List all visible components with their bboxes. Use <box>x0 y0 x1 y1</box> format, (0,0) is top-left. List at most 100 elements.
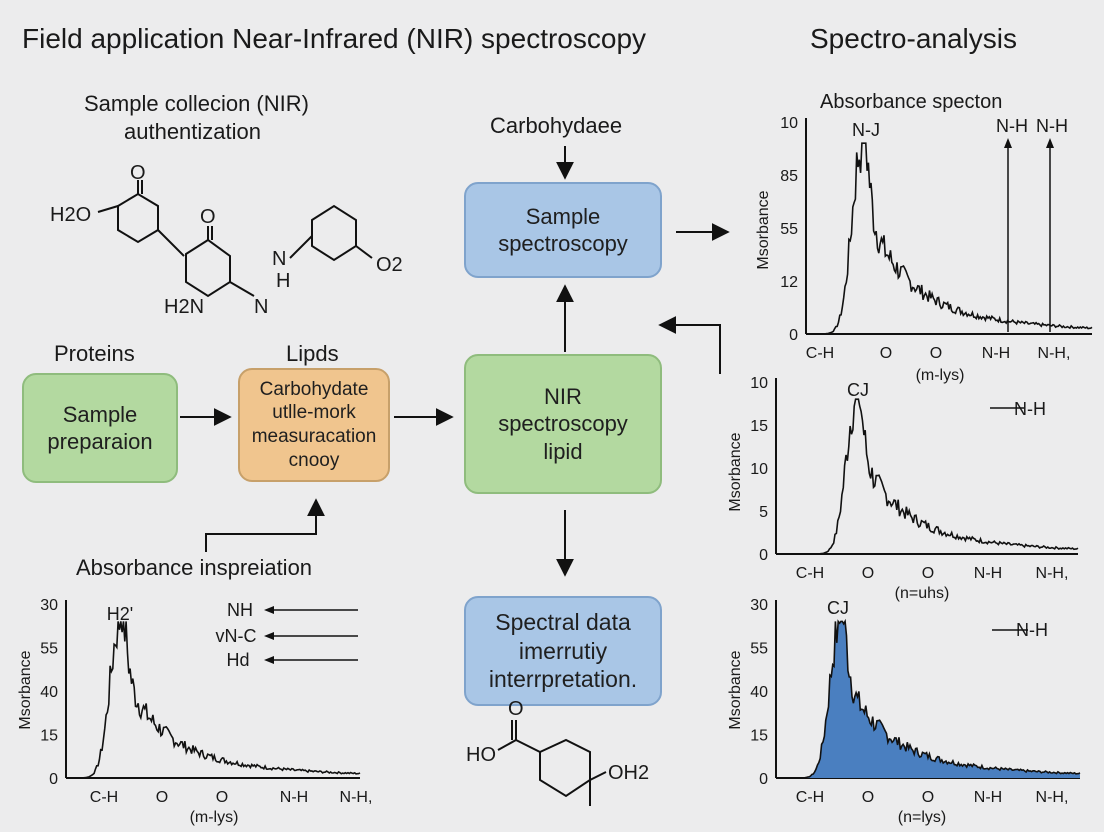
middle-right-x-tick: O <box>862 565 874 582</box>
bottom-left-x-label: (m-lys) <box>190 809 239 826</box>
middle-right-y-tick: 5 <box>759 504 768 521</box>
bottom-right-y-label: Msorbance <box>727 650 744 729</box>
nh-marker-arrowhead <box>1046 138 1054 148</box>
bottom-left-y-tick: 15 <box>40 728 58 745</box>
nh-marker-arrowhead <box>1004 138 1012 148</box>
bottom-left-x-tick: N-H, <box>340 789 373 806</box>
middle-right-x-tick: N-H, <box>1036 565 1069 582</box>
mol-n2: N <box>254 296 269 318</box>
arrow-chart-feedback <box>658 316 721 374</box>
middle-right-annotation: CJ <box>847 380 869 400</box>
top-right-y-tick: 0 <box>789 327 798 344</box>
bottom-left-annotation: NH <box>227 600 253 620</box>
bottom-right-y-tick: 0 <box>759 771 768 788</box>
bottom-molecule <box>497 720 607 806</box>
top-right-x-tick: N-H <box>982 345 1010 362</box>
bottom-left-y-tick: 0 <box>49 771 58 788</box>
middle-right-x-tick: N-H <box>974 565 1002 582</box>
middle-right-y-tick: 10 <box>750 461 768 478</box>
middle-right-spectrum-line <box>776 398 1079 555</box>
absorbance-inspiration-label: Absorbance inspreiation <box>76 555 313 580</box>
top-right-y-tick: 85 <box>780 168 798 185</box>
bottom-left-annotation: H2' <box>107 604 133 624</box>
top-right-x-tick: N-H, <box>1038 345 1071 362</box>
bottom-right-annotation: N-H <box>1016 620 1048 640</box>
bottom-left-y-tick: 55 <box>40 641 58 658</box>
top-right-x-tick: O <box>880 345 892 362</box>
bottom-left-x-tick: O <box>156 789 168 806</box>
middle-right-x-tick: C-H <box>796 565 824 582</box>
top-molecule <box>97 180 373 298</box>
top-right-title: Absorbance specton <box>820 91 1002 113</box>
bottom-left-x-tick: C-H <box>90 789 118 806</box>
authentization-label: authentization <box>124 119 261 144</box>
top-right-y-label: Msorbance <box>755 190 772 269</box>
bond-leader-arrowhead <box>264 656 274 664</box>
bottom-left-x-tick: N-H <box>280 789 308 806</box>
middle-right-x-label: (n=uhs) <box>895 585 950 602</box>
bottom-right-x-tick: N-H <box>974 789 1002 806</box>
mol-b-oh2: OH2 <box>608 762 650 784</box>
top-right-x-tick: O <box>930 345 942 362</box>
carbohydrate-label: Carbohydaee <box>490 113 623 138</box>
bottom-right-y-tick: 15 <box>750 728 768 745</box>
sample-collection-label: Sample collecion (NIR) <box>84 91 309 116</box>
proteins-label: Proteins <box>54 341 135 366</box>
bottom-left-annotation: Hd <box>226 650 249 670</box>
bottom-right-annotation: CJ <box>827 598 849 618</box>
bottom-right-area <box>776 621 1080 778</box>
bottom-left-spectrum-line <box>66 621 361 779</box>
top-right-annotation: N-H <box>996 116 1028 136</box>
bottom-right-y-tick: 30 <box>750 597 768 614</box>
bottom-right-y-tick: 55 <box>750 641 768 658</box>
top-right-x-tick: C-H <box>806 345 834 362</box>
middle-right-y-tick: 15 <box>750 418 768 435</box>
bottom-right-x-tick: O <box>922 789 934 806</box>
bottom-left-y-tick: 30 <box>40 597 58 614</box>
bond-leader-arrowhead <box>264 606 274 614</box>
top-right-annotation: N-J <box>852 120 880 140</box>
mol-h: H <box>276 270 291 292</box>
bottom-right-x-tick: N-H, <box>1036 789 1069 806</box>
top-right-spectrum-line <box>806 142 1093 335</box>
bottom-left-y-label: Msorbance <box>17 650 34 729</box>
mol-h2n: H2N <box>164 296 205 318</box>
bottom-right-x-tick: C-H <box>796 789 824 806</box>
mol-o2: O <box>200 206 216 228</box>
bottom-left-x-tick: O <box>216 789 228 806</box>
middle-right-y-tick: 10 <box>750 375 768 392</box>
mol-o2sub: O2 <box>376 254 403 276</box>
middle-right-y-tick: 0 <box>759 547 768 564</box>
mol-b-o: O <box>508 698 524 720</box>
mol-o1: O <box>130 162 146 184</box>
bottom-right-x-tick: O <box>862 789 874 806</box>
top-right-y-tick: 10 <box>780 115 798 132</box>
top-right-annotation: N-H <box>1036 116 1068 136</box>
bottom-right-spectrum-line <box>776 618 1081 779</box>
top-right-y-tick: 55 <box>780 221 798 238</box>
bond-leader-arrowhead <box>264 632 274 640</box>
bottom-left-annotation: vN-C <box>216 626 257 646</box>
arrow-inspiration-up <box>205 498 325 552</box>
mol-b-ho: HO <box>466 744 496 766</box>
bottom-right-y-tick: 40 <box>750 684 768 701</box>
middle-right-x-tick: O <box>922 565 934 582</box>
main-title: Field application Near-Infrared (NIR) sp… <box>22 23 647 54</box>
top-right-y-tick: 12 <box>780 274 798 291</box>
bottom-right-x-label: (n=lys) <box>898 809 946 826</box>
middle-right-y-label: Msorbance <box>727 432 744 511</box>
mol-h2o: H2O <box>50 204 92 226</box>
mol-n: N <box>272 248 287 270</box>
lipids-label: Lipds <box>286 341 339 366</box>
top-right-x-label: (m-lys) <box>916 367 965 384</box>
middle-right-annotation: N-H <box>1014 399 1046 419</box>
right-title: Spectro-analysis <box>810 23 1017 54</box>
bottom-left-y-tick: 40 <box>40 684 58 701</box>
